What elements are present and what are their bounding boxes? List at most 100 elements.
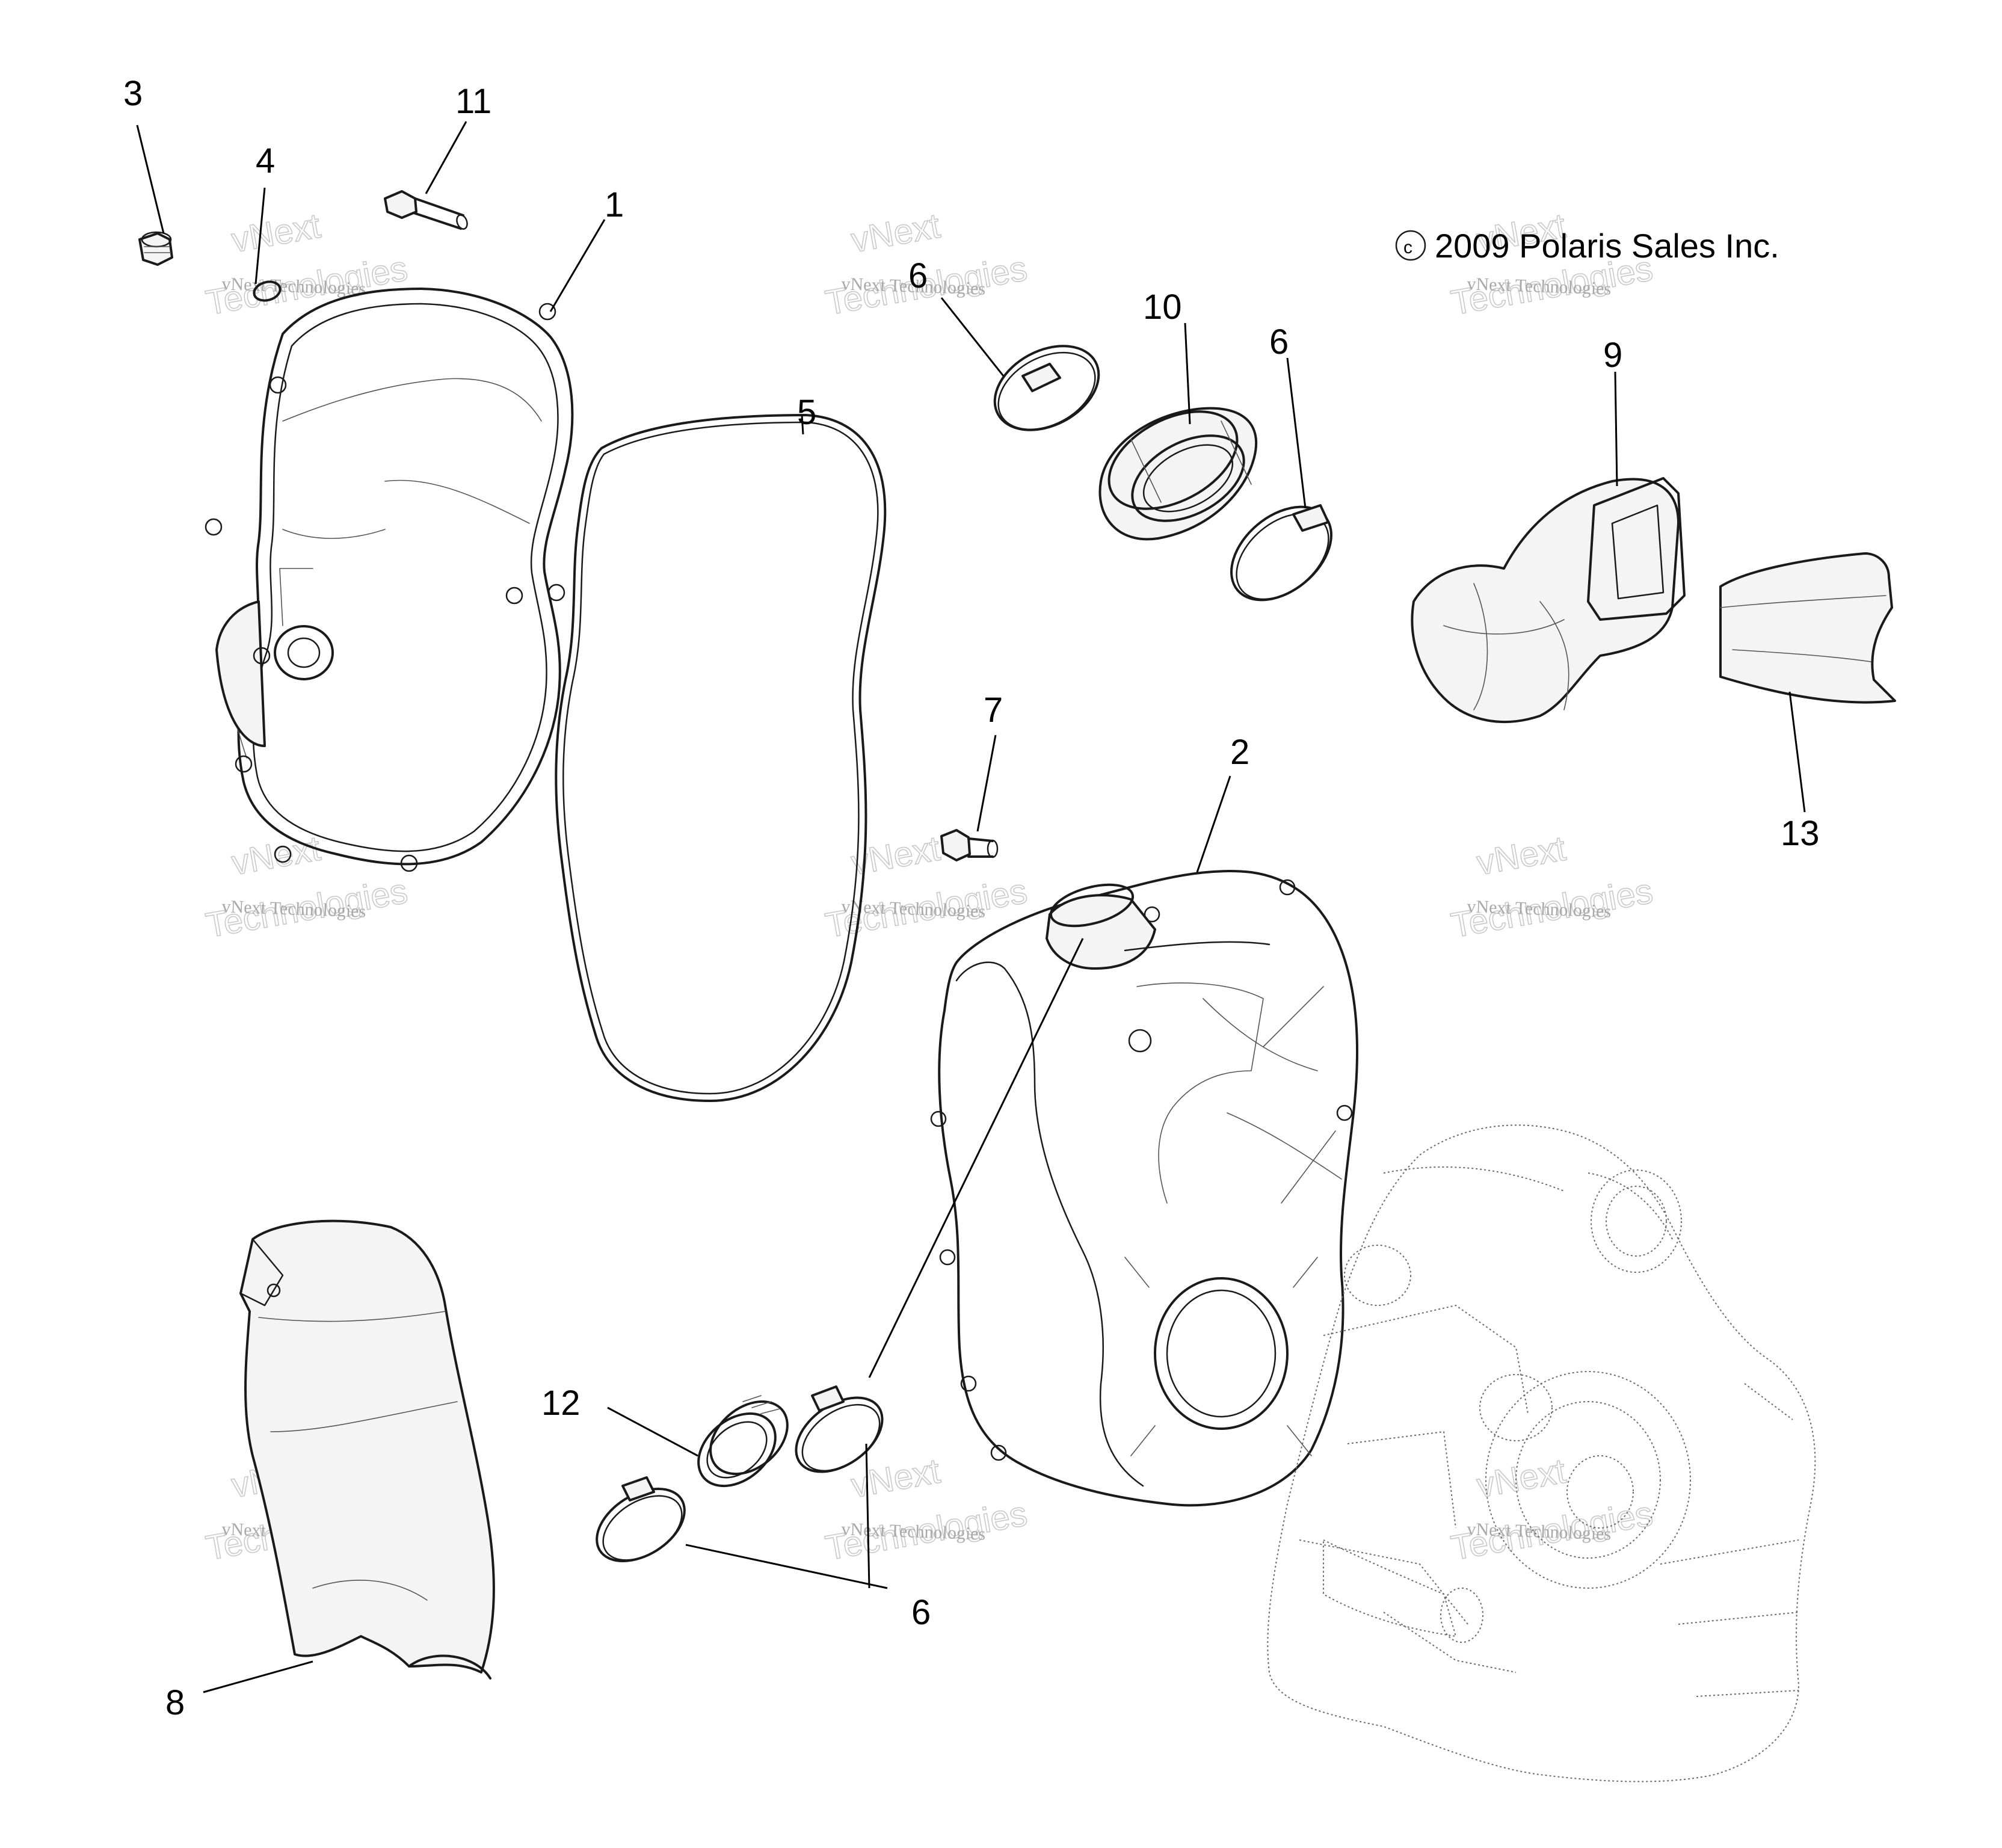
leader-4 [254,187,266,285]
part-13-duct-piece [1719,552,1896,704]
part-2-mount [1144,906,1160,923]
copyright-notice: © c 2009 Polaris Sales Inc. [1395,227,1779,265]
callout-8: 8 [165,1683,185,1722]
leader-6a [940,297,1005,377]
part-2-boss [1128,1029,1152,1053]
part-11-head [384,190,417,219]
part-9-body [1411,478,1680,723]
clamp-outer [993,345,1100,431]
leader-6d [685,1544,888,1589]
callout-6: 6 [1269,322,1289,362]
copyright-text: 2009 Polaris Sales Inc. [1435,227,1779,265]
part-1-boss-inner [287,637,321,668]
part-5-outer [555,414,887,1102]
part-9-flange [1587,477,1686,621]
part-2-inner-wall [1136,982,1264,1204]
part-9-contours [1443,583,1569,710]
part-1-contour [282,378,542,422]
leader-8 [203,1660,313,1693]
part-1-mount [253,647,271,665]
part-3-threads [144,246,171,253]
part-2-flange-edge [955,961,1144,1487]
engine-ribs [1660,1383,1799,1697]
callout-3: 3 [123,74,143,113]
part-1-mount [538,303,556,321]
clamp-buckle [811,1385,845,1412]
part-1-contour [384,479,530,524]
part-13-contours [1720,595,1886,662]
part-2-mount [960,1375,977,1392]
part-7-shank [967,837,994,858]
part-6-clamp-lower [596,1476,686,1562]
watermark-large-text: vNext [229,829,323,883]
clamp-buckle [1292,504,1329,532]
part-8-outlet-duct [239,1219,495,1680]
engine-port [1591,1169,1682,1273]
part-11-shank [413,197,464,230]
callout-12: 12 [541,1384,581,1423]
engine-shaft-end [1440,1588,1483,1643]
part-2-rim [1124,941,1270,952]
leader-3 [136,125,165,234]
part-5-gasket [555,414,887,1102]
clamp-buckle [1021,363,1061,392]
part-2-duct-stub [1046,894,1156,970]
watermark: vNext Technologies vNext Technologies [1448,828,1656,946]
watermark-large-text: vNext [229,206,323,260]
leader-6c [868,938,1084,1378]
part-5-inner [562,421,879,1095]
engine-clutch-housing-inner [1515,1401,1661,1559]
leader-1 [549,219,606,312]
part-11-bolt [384,190,468,230]
callout-5: 5 [797,393,816,432]
part-10-edges [1130,420,1252,503]
part-8-contours [258,1311,458,1601]
engine-boss [1344,1245,1411,1306]
part-10-rim-back [1107,410,1239,510]
part-8-hole [266,1283,281,1298]
part-1-mount [505,587,523,605]
engine-shaft [1323,1539,1456,1637]
callout-13: 13 [1781,814,1820,853]
leader-6b [1286,357,1307,509]
callout-2: 2 [1230,733,1249,772]
clamp-buckle [621,1476,655,1502]
watermark: vNext Technologies vNext Technologies [1448,1451,1656,1568]
copyright-c: c [1403,238,1412,257]
leader-7 [976,735,997,832]
part-12-bore [706,1421,768,1479]
part-1-mount [235,755,253,773]
watermark: vNext Technologies vNext Technologies [822,828,1030,946]
clamp-inner [801,1403,881,1472]
engine-boss [1479,1374,1553,1441]
part-7-bolt [940,829,999,861]
part-1-rib [279,568,313,626]
part-6-clamp-right [1230,504,1332,602]
callout-7: 7 [984,691,1003,730]
part-1-contour [282,529,386,539]
part-8-body [239,1219,495,1674]
part-1-bulge [215,600,266,747]
copyright-circle [1395,230,1426,261]
callout-1: 1 [605,185,624,224]
watermark-large-text: vNext [848,206,943,260]
callout-4: 4 [256,141,275,180]
part-12-back [709,1400,789,1476]
part-1-mount [400,854,418,872]
part-3-plug [138,231,173,266]
part-10-rim-front [1131,434,1245,522]
part-1-boss [274,625,334,680]
part-2-round-opening [1154,1277,1289,1430]
callout-6: 6 [911,1593,931,1632]
clamp-inner [602,1495,683,1561]
part-2-spokes [1124,1257,1318,1456]
part-12-front [697,1412,777,1488]
part-3-body [138,232,173,266]
part-6-clamp-middle [795,1385,884,1473]
part-1-mount [269,376,287,394]
part-2-duct-opening [1049,883,1135,928]
part-1-mount [205,518,223,536]
engine-edges [1299,1305,1529,1673]
callout-9: 9 [1603,336,1622,375]
